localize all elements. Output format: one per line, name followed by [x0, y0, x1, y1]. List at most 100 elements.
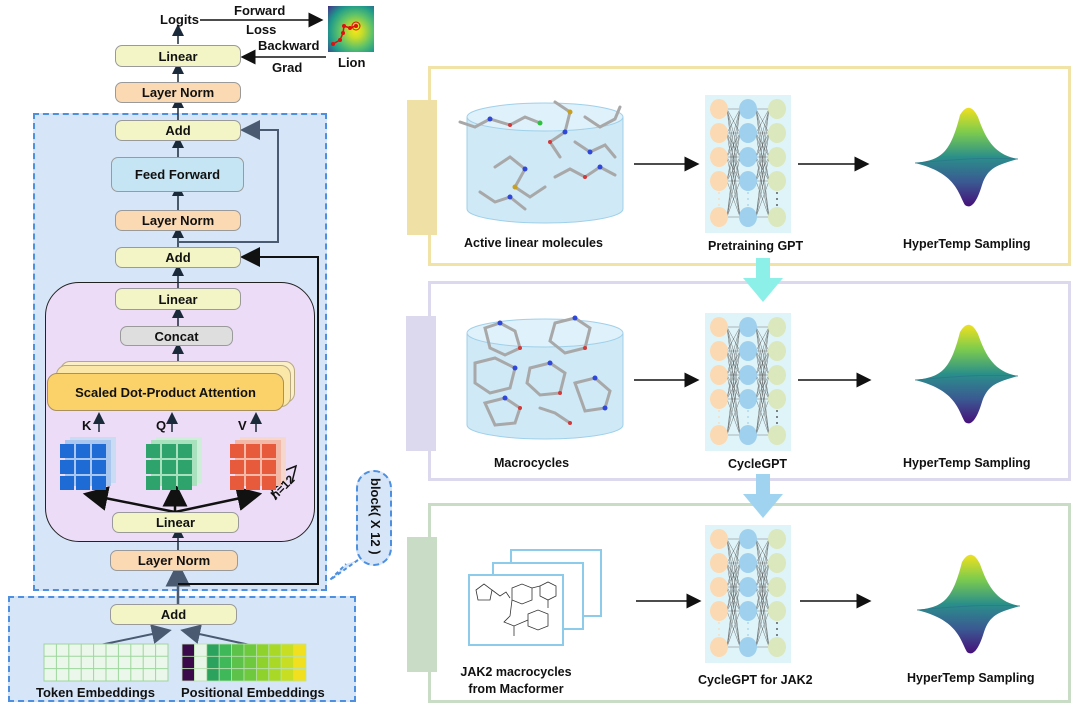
stage-2-sampling-label: HyperTemp Sampling	[903, 456, 1031, 470]
network-node	[710, 123, 728, 143]
hypertemp-surface-2	[914, 324, 1019, 424]
stage-3-model-label: CycleGPT for JAK2	[698, 673, 813, 687]
stage-3-input-label-line2: from Macformer	[468, 682, 564, 696]
network-node	[739, 577, 757, 597]
network-node	[739, 317, 757, 337]
network-node	[768, 529, 786, 549]
network-node	[710, 389, 728, 409]
network-node	[739, 529, 757, 549]
network-node	[710, 171, 728, 191]
transfer-arrow-1	[743, 258, 783, 302]
embedding-add-box: Add	[110, 604, 237, 625]
loss-label: Loss	[246, 22, 277, 37]
network-node	[768, 577, 786, 597]
value-matrix-icon	[230, 437, 286, 490]
residual-connection-attention	[178, 247, 319, 585]
stage-3-sampling-label: HyperTemp Sampling	[907, 671, 1035, 685]
q-label: Q	[156, 418, 167, 433]
stage-2-tab	[406, 316, 436, 451]
network-node	[739, 553, 757, 573]
network-node	[768, 553, 786, 573]
stage-1-model-label: Pretraining GPT	[708, 239, 804, 253]
key-matrix-icon	[60, 437, 116, 490]
positional-embeddings-grid	[181, 643, 307, 682]
network-node	[739, 601, 757, 621]
backward-label: Backward	[258, 38, 320, 53]
network-node	[710, 147, 728, 167]
attention-linear-out-box: Linear	[115, 288, 241, 310]
layer-norm-bottom-box: Layer Norm	[110, 550, 238, 571]
stage-3-input-label: JAK2 macrocycles from Macformer	[460, 664, 572, 698]
stage-2-input-label: Macrocycles	[494, 456, 570, 470]
forward-label: Forward	[234, 3, 286, 18]
network-node	[739, 637, 757, 657]
stage-3-tab	[407, 537, 437, 672]
network-node	[768, 365, 786, 385]
network-node	[710, 529, 728, 549]
network-node	[710, 425, 728, 445]
feed-forward-box: Feed Forward	[111, 157, 244, 192]
network-node	[768, 637, 786, 657]
transfer-arrow-2	[743, 474, 783, 518]
token-embeddings-grid	[43, 643, 169, 682]
linear-output-box: Linear	[115, 45, 241, 67]
stage-2-model-label: CycleGPT	[728, 457, 788, 471]
network-node	[768, 123, 786, 143]
token-embeddings-label: Token Embeddings	[36, 685, 155, 700]
network-node	[739, 389, 757, 409]
logits-label: Logits	[160, 12, 199, 27]
k-label: K	[82, 418, 92, 433]
cyclegpt-network	[705, 313, 791, 451]
hypertemp-surface-3	[916, 554, 1021, 654]
network-node	[768, 147, 786, 167]
attention-linear-in-box: Linear	[112, 512, 239, 533]
network-node	[710, 207, 728, 227]
network-node	[710, 317, 728, 337]
pretraining-gpt-network	[705, 95, 791, 233]
surface-mesh	[915, 324, 1018, 424]
network-node	[768, 99, 786, 119]
grad-label: Grad	[272, 60, 303, 75]
surface-mesh	[917, 554, 1020, 654]
network-node	[768, 317, 786, 337]
stage-1-tab	[407, 100, 437, 235]
add-attention-box: Add	[115, 247, 241, 268]
network-node	[710, 365, 728, 385]
final-layer-norm-box: Layer Norm	[115, 82, 241, 103]
cyclegpt-jak2-network	[705, 525, 791, 663]
lion-optimizer-heatmap	[328, 6, 374, 52]
v-label: V	[238, 418, 247, 433]
macrocycles-cylinder	[466, 315, 624, 440]
stage-3-input-label-line1: JAK2 macrocycles	[460, 665, 572, 679]
network-node	[710, 553, 728, 573]
bubble-tail	[329, 559, 359, 581]
network-node	[739, 207, 757, 227]
network-node	[768, 171, 786, 191]
surface-mesh	[915, 107, 1018, 207]
linear-molecules-cylinder	[458, 100, 624, 224]
stage-1-input-label: Active linear molecules	[464, 236, 603, 250]
network-node	[710, 99, 728, 119]
add-ff-box: Add	[115, 120, 241, 141]
positional-cell	[293, 668, 307, 682]
network-node	[710, 601, 728, 621]
scaled-dot-product-attention-box: Scaled Dot-Product Attention	[47, 373, 284, 411]
network-node	[768, 341, 786, 361]
positional-embeddings-label: Positional Embeddings	[181, 685, 325, 700]
network-node	[739, 123, 757, 143]
layer-norm-mid-box: Layer Norm	[115, 210, 241, 231]
optimization-path-icon	[331, 21, 361, 46]
query-matrix-icon	[146, 437, 202, 490]
network-node	[710, 341, 728, 361]
network-node	[739, 425, 757, 445]
stage-1-sampling-label: HyperTemp Sampling	[903, 237, 1031, 251]
network-node	[710, 577, 728, 597]
network-node	[739, 99, 757, 119]
residual-connection-ff	[178, 120, 279, 243]
network-node	[739, 341, 757, 361]
network-node	[768, 601, 786, 621]
network-node	[768, 389, 786, 409]
network-node	[768, 425, 786, 445]
jak2-molecule-structure	[468, 574, 564, 646]
